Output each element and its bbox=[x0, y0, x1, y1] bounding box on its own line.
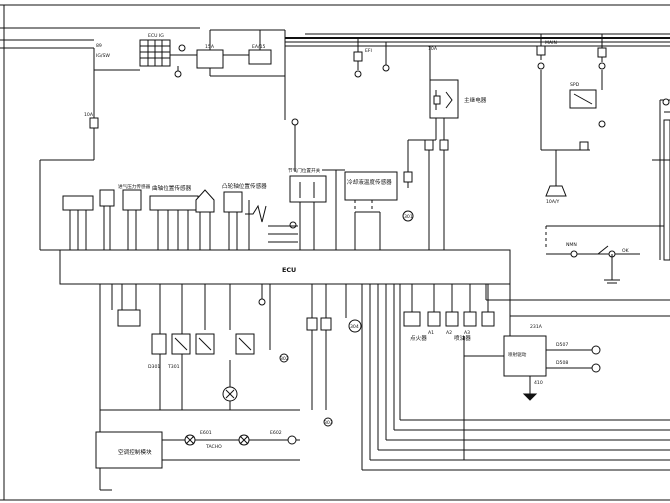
label-ea-top: EA/15 bbox=[252, 44, 266, 50]
label-injdriver: 喷射驱动 bbox=[508, 351, 527, 358]
label-e602: E602 bbox=[270, 430, 282, 436]
ignition-feed: 89 IG/SW 10A bbox=[39, 43, 140, 284]
ecm-control-block: 空调控制模块 E601 TACHO E602 bbox=[95, 430, 300, 491]
label-ignsw: IG/SW bbox=[96, 53, 110, 59]
label-ok: OK bbox=[622, 248, 630, 254]
frame bbox=[0, 4, 670, 501]
label-a3: A3 bbox=[464, 330, 470, 336]
label-relay-name: 主继电器 bbox=[464, 96, 487, 104]
injector-driver-block: 喷射驱动 D507 D508 231A 410 bbox=[463, 284, 601, 460]
label-coolant: 冷却液温度传感器 bbox=[347, 178, 392, 186]
label-throttle: 节气门位置开关 bbox=[288, 167, 321, 174]
ecu-label: ECU bbox=[282, 266, 296, 274]
label-injector: 喷油器 bbox=[454, 334, 471, 342]
throttle-switch-block: 节气门位置开关 bbox=[288, 118, 327, 250]
lower-left-harness: 302 D301 T301 bbox=[99, 284, 300, 440]
label-10ky: 10A/Y bbox=[546, 199, 560, 205]
right-harness bbox=[362, 284, 670, 471]
label-t301: T301 bbox=[167, 364, 180, 370]
injector-row: 点火器 喷油器 A1 A2 A3 bbox=[403, 284, 495, 342]
label-igniter: 点火器 bbox=[410, 335, 427, 342]
ecu-module: ECU bbox=[59, 249, 511, 285]
label-fuse2: 10A bbox=[428, 46, 438, 52]
fuses-upper: EFI 10A MAIN bbox=[353, 34, 607, 81]
label-cam: 凸轮轴位置传感器 bbox=[222, 182, 267, 190]
lower-middle-harness: 303 304 bbox=[306, 284, 401, 470]
label-302: 302 bbox=[280, 356, 289, 362]
coolant-sensor-block: 冷却液温度传感器 301 bbox=[322, 169, 414, 250]
label-ecuig: ECU IG bbox=[148, 33, 164, 39]
label-tacho: TACHO bbox=[205, 444, 222, 450]
label-a2: A2 bbox=[446, 330, 452, 336]
power-rails bbox=[0, 27, 670, 49]
label-efi: EFI bbox=[365, 48, 372, 54]
label-d508: D508 bbox=[556, 360, 568, 366]
label-nmn: NMN bbox=[566, 242, 577, 248]
label-410: 410 bbox=[534, 380, 543, 386]
label-d507: D507 bbox=[556, 342, 568, 348]
label-main: MAIN bbox=[545, 40, 557, 46]
label-e601: E601 bbox=[200, 430, 212, 436]
connector-cluster-top: ECU IG 15A EA/15 bbox=[139, 29, 286, 120]
label-position: 曲轴位置传感器 bbox=[152, 184, 192, 192]
label-231a: 231A bbox=[530, 324, 543, 330]
label-intake: 进气压力传感器 bbox=[118, 183, 151, 190]
right-upper-block: SPD 10A/Y NMN OK bbox=[540, 70, 670, 284]
sensor-connectors: 进气压力传感器 曲轴位置传感器 凸轮轴位置传感器 bbox=[62, 182, 298, 250]
main-relay: 主继电器 bbox=[403, 79, 487, 250]
label-10a: 10A bbox=[84, 112, 94, 118]
label-ecm-ctrl: 空调控制模块 bbox=[118, 448, 152, 456]
label-304: 304 bbox=[350, 324, 359, 330]
label-15a-1: 15A bbox=[205, 44, 215, 50]
label-d301: D301 bbox=[148, 364, 160, 370]
label-89: 89 bbox=[96, 43, 102, 49]
label-303: 303 bbox=[324, 420, 333, 426]
label-a1: A1 bbox=[428, 330, 434, 336]
label-spd: SPD bbox=[570, 82, 580, 88]
label-301: 301 bbox=[404, 214, 413, 220]
